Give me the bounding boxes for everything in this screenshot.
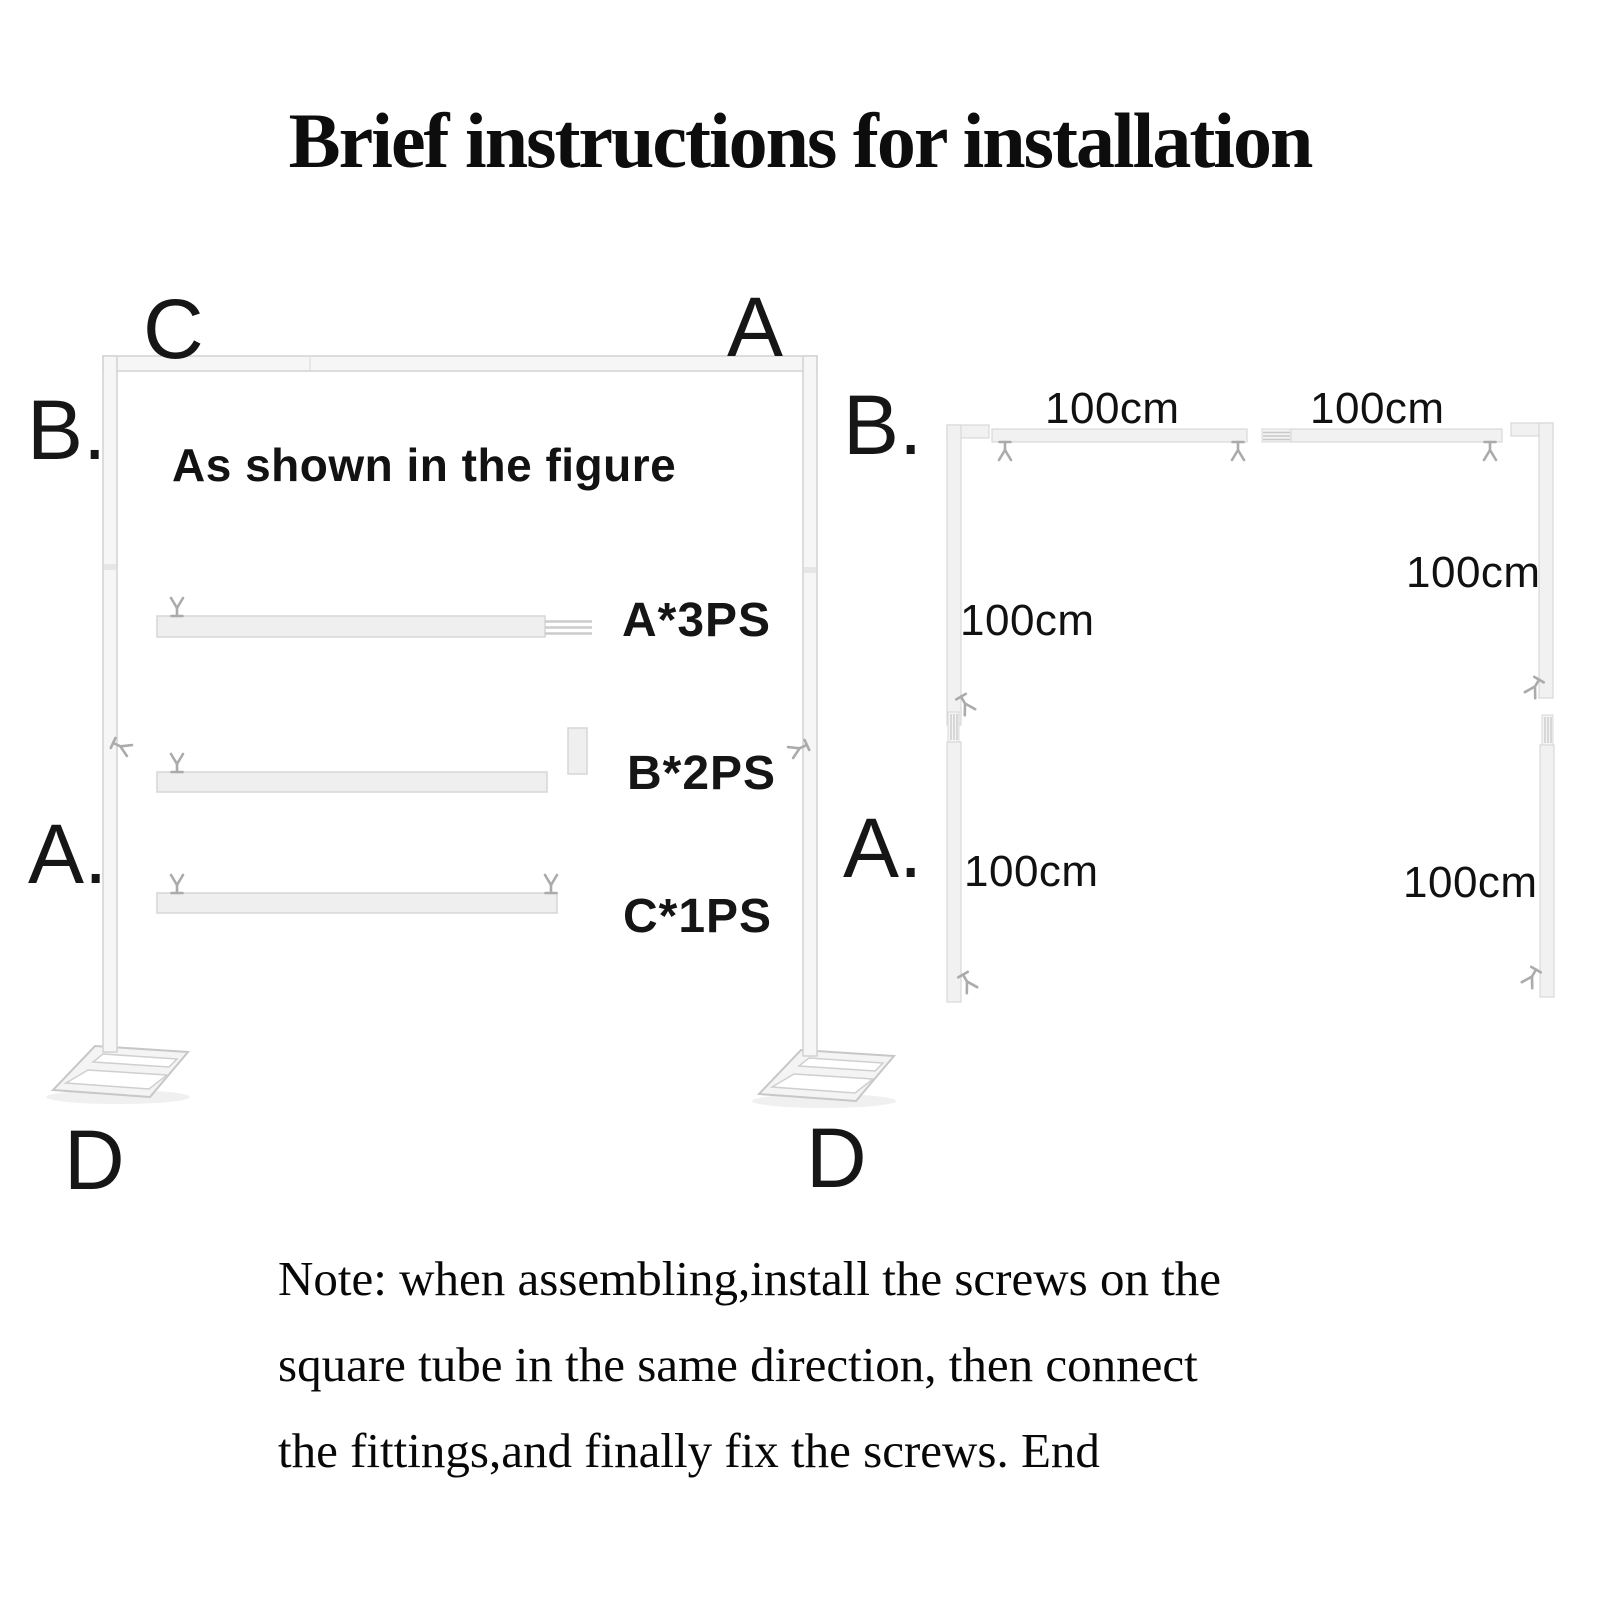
frame-label-d-left: D — [64, 1113, 125, 1207]
dim-a-right-pole: 100cm — [1403, 858, 1538, 907]
exploded-b-graphic — [946, 422, 1554, 726]
a-right-pole — [1539, 744, 1555, 998]
right-pole — [802, 355, 818, 1057]
dim-a-left-pole: 100cm — [964, 847, 1099, 896]
part-a-count: A*3PS — [622, 594, 772, 647]
clamp-icon — [997, 440, 1013, 462]
clamp-icon — [1520, 965, 1543, 990]
clamp-icon — [543, 873, 559, 895]
part-c-count: C*1PS — [623, 890, 773, 943]
right-base — [751, 1049, 897, 1109]
part-c-bar — [156, 873, 559, 914]
note-line-1: Note: when assembling,install the screws… — [278, 1251, 1222, 1306]
assembled-frame-graphic — [45, 355, 897, 1109]
page-title: Brief instructions for installation — [288, 97, 1314, 184]
dim-b-left-pole: 100cm — [960, 596, 1095, 645]
b-top-bar-2-tip-stripes — [1263, 431, 1290, 441]
figure-caption: As shown in the figure — [172, 439, 677, 491]
b-top-bar-1 — [991, 428, 1248, 443]
a-right-pole-tip-stripes — [1544, 717, 1552, 743]
a-left-pole — [946, 741, 962, 1003]
part-a-bar — [156, 596, 592, 638]
dim-b-right-pole: 100cm — [1406, 548, 1541, 597]
clamp-icon — [169, 596, 185, 618]
part-b-bar — [156, 727, 588, 793]
left-base — [45, 1045, 191, 1105]
frame-label-d-right: D — [806, 1111, 867, 1205]
b-right-pole — [1538, 422, 1554, 699]
b-left-pole — [946, 424, 962, 726]
section-a-label: A. — [843, 801, 923, 895]
b-top-bar-2 — [1290, 428, 1503, 443]
clamp-icon — [1482, 440, 1498, 462]
frame-label-c: C — [143, 282, 204, 376]
dim-top-bar-2: 100cm — [1310, 384, 1445, 433]
left-pole-joint — [104, 564, 116, 570]
frame-label-b-left: B. — [27, 383, 107, 477]
frame-label-a-top: A — [727, 280, 784, 374]
exploded-a-graphic — [946, 711, 1555, 1003]
assembly-note: Note: when assembling,install the screws… — [278, 1236, 1358, 1494]
dim-top-bar-1: 100cm — [1045, 384, 1180, 433]
left-pole — [102, 355, 118, 1053]
right-pole-joint — [804, 567, 816, 573]
clamp-icon — [169, 873, 185, 895]
clamp-icon — [169, 752, 185, 774]
clamp-icon — [1230, 440, 1246, 462]
note-line-3: the fittings,and finally fix the screws.… — [278, 1423, 1100, 1478]
note-line-2: square tube in the same direction, then … — [278, 1337, 1198, 1392]
part-b-count: B*2PS — [627, 747, 777, 800]
a-left-pole-tip-stripes — [950, 714, 958, 740]
section-b-label: B. — [843, 378, 923, 472]
frame-label-a-left: A. — [28, 807, 108, 901]
top-crossbar — [102, 355, 818, 372]
